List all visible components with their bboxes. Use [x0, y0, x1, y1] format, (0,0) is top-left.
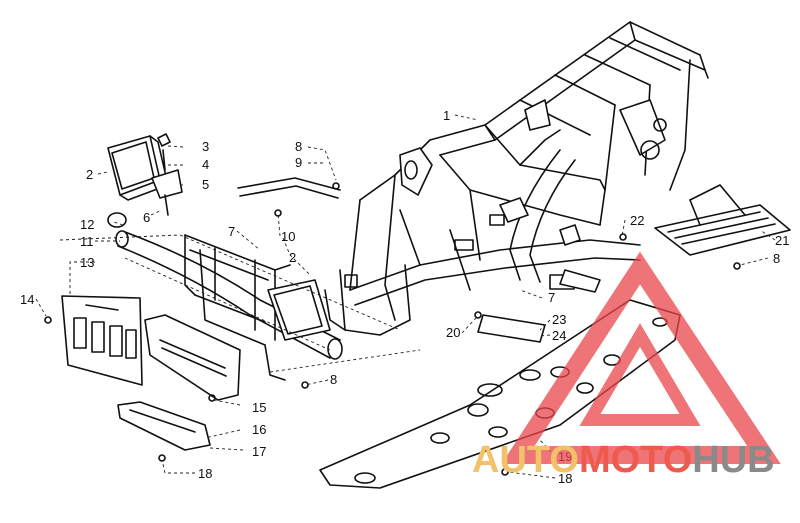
callout-5: 5 — [202, 177, 209, 192]
callout-9: 9 — [295, 155, 302, 170]
footrest — [654, 184, 791, 256]
callout-18-right: 18 — [558, 471, 572, 486]
callout-10: 10 — [281, 229, 295, 244]
side-rail — [237, 177, 341, 199]
callout-7-bumper: 7 — [228, 224, 235, 239]
callout-1: 1 — [443, 108, 450, 123]
bumper-plate — [144, 314, 241, 401]
watermark-inner-triangle-icon — [579, 323, 701, 426]
watermark-triangle-icon — [501, 251, 781, 464]
callout-18-left: 18 — [198, 466, 212, 481]
callout-3: 3 — [202, 139, 209, 154]
callout-8-footrest: 8 — [773, 251, 780, 266]
watermark-text: AUTOMOTOHUB — [472, 439, 775, 481]
callout-22: 22 — [630, 213, 644, 228]
front-grille — [61, 295, 143, 386]
headlight-bracket — [151, 133, 183, 216]
headlight-right — [267, 279, 331, 341]
callout-labels: 1 2 2 3 4 5 6 7 7 8 8 8 9 10 11 12 13 14… — [20, 108, 789, 486]
callout-4: 4 — [202, 157, 209, 172]
watermark: AUTOMOTOHUB — [472, 251, 781, 481]
main-frame — [324, 21, 709, 336]
callout-8-top: 8 — [295, 139, 302, 154]
callout-6: 6 — [143, 210, 150, 225]
callout-17: 17 — [252, 444, 266, 459]
callout-2-headlight-right: 2 — [289, 250, 296, 265]
callout-16: 16 — [252, 422, 266, 437]
callout-20: 20 — [446, 325, 460, 340]
watermark-word-moto: MOTO — [579, 439, 692, 481]
callout-13: 13 — [80, 255, 94, 270]
callout-15: 15 — [252, 400, 266, 415]
callout-24: 24 — [552, 328, 566, 343]
lower-skid — [117, 401, 211, 451]
callout-21: 21 — [775, 233, 789, 248]
leader-lines — [35, 114, 776, 479]
front-bumper — [184, 234, 291, 381]
plates-23-24 — [477, 269, 601, 343]
callout-23: 23 — [552, 312, 566, 327]
callout-8-bumper: 8 — [330, 372, 337, 387]
callout-2-headlight-left: 2 — [86, 167, 93, 182]
callout-12: 12 — [80, 217, 94, 232]
fasteners — [44, 182, 741, 476]
watermark-word-hub: HUB — [692, 439, 774, 481]
callout-7-frame: 7 — [548, 290, 555, 305]
callout-14: 14 — [20, 292, 34, 307]
callout-11: 11 — [80, 234, 94, 249]
watermark-word-auto: AUTO — [472, 439, 579, 481]
